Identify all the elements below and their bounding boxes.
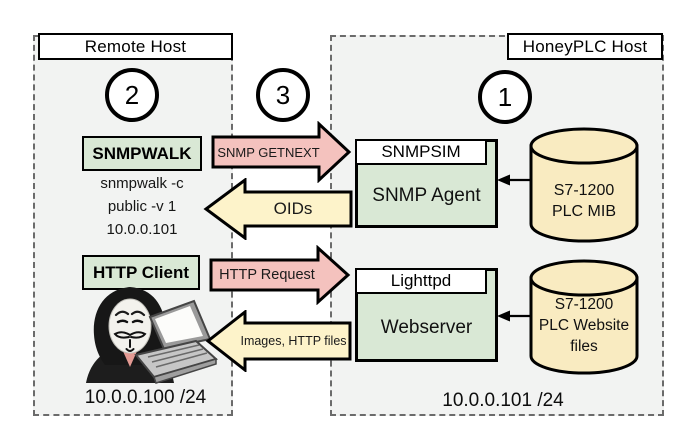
plc-mib-label: S7-1200 PLC MIB (528, 180, 640, 222)
snmp-agent-label: SNMP Agent (372, 185, 481, 206)
command-line: snmpwalk -c (100, 175, 184, 192)
remote-host-title: Remote Host (38, 33, 233, 60)
http-request-arrow: HTTP Request (209, 245, 351, 305)
plc-website-datastore-cylinder-icon: S7-1200 PLC Website files (528, 258, 640, 378)
plc-website-line: S7-1200 (554, 296, 614, 313)
honeyplc-host-title: HoneyPLC Host (507, 33, 663, 60)
http-request-label: HTTP Request (219, 267, 315, 283)
plc-website-line: files (570, 338, 598, 355)
step-2-badge: 2 (105, 68, 159, 122)
plc-website-label: S7-1200 PLC Website files (528, 294, 640, 357)
http-response-arrow: Images, HTTP files (205, 310, 352, 372)
webserver-label: Webserver (380, 316, 473, 338)
http-client-box: HTTP Client (82, 255, 200, 290)
plc-mib-datastore-cylinder-icon: S7-1200 PLC MIB (528, 126, 640, 246)
honeyplc-host-ip: 10.0.0.101 /24 (442, 390, 564, 411)
snmp-getnext-arrow: SNMP GETNEXT (211, 121, 352, 183)
snmpwalk-command: snmpwalk -c public -v 1 10.0.0.101 (67, 172, 217, 241)
step-3-badge: 3 (256, 68, 310, 122)
snmp-getnext-label: SNMP GETNEXT (217, 144, 320, 160)
oids-label: OIDs (273, 199, 313, 218)
lighttpd-header: Lighttpd (355, 268, 487, 294)
attacker-hacker-laptop-icon (78, 283, 220, 388)
http-response-label: Images, HTTP files (240, 334, 347, 348)
snmpwalk-box: SNMPWALK (82, 136, 202, 171)
remote-host-ip: 10.0.0.100 /24 (84, 387, 207, 408)
command-line: 10.0.0.101 (106, 221, 178, 238)
files-to-webserver-arrow-icon (494, 308, 534, 329)
snmpsim-header: SNMPSIM (355, 139, 487, 165)
step-1-badge: 1 (478, 70, 532, 124)
command-line: public -v 1 (107, 198, 177, 215)
oids-arrow: OIDs (203, 178, 353, 240)
mib-to-agent-arrow-icon (494, 172, 534, 193)
plc-mib-line: S7-1200 (553, 182, 615, 199)
plc-website-line: PLC Website (538, 317, 630, 334)
plc-mib-line: PLC MIB (551, 203, 616, 220)
